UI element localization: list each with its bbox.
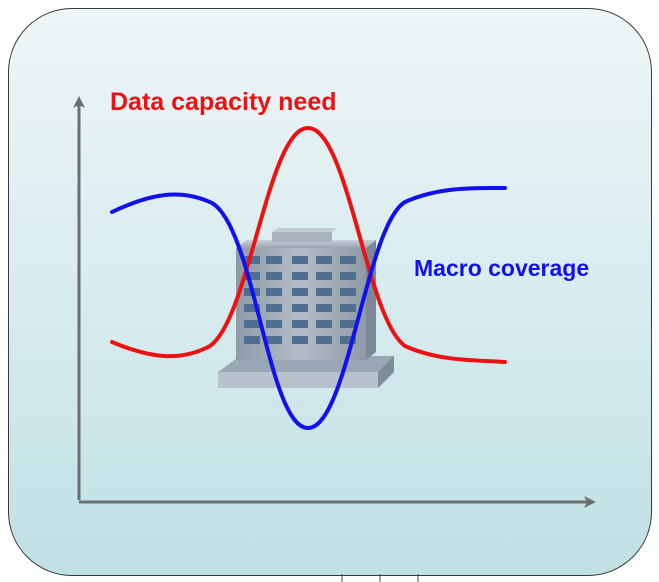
capacity-label: Data capacity need [110,88,337,116]
coverage-label: Macro coverage [414,255,590,281]
coverage-curve [110,185,507,431]
office-building-icon [218,228,394,388]
capacity-curve [110,125,507,364]
bottom-tick-marks [341,574,419,582]
